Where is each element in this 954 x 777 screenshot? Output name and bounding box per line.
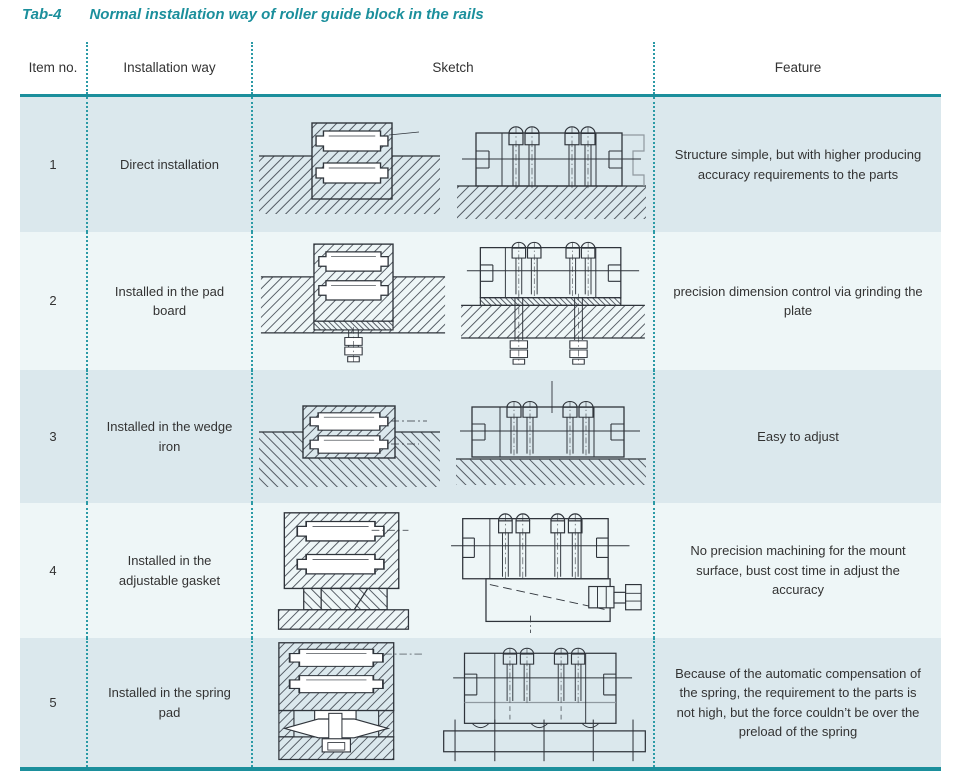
wedge-iron-front-view-icon <box>456 381 646 485</box>
item-no: 1 <box>20 97 88 232</box>
feature-text: Because of the automatic compensation of… <box>675 665 921 740</box>
table-tag: Tab-4 <box>22 6 62 23</box>
page-title: Tab-4 Normal installation way of roller g… <box>22 6 484 23</box>
column-header-installation-way: Installation way <box>88 42 253 94</box>
sketch-cell <box>253 503 655 638</box>
sketch-cell <box>253 638 655 767</box>
adjustable-gasket-section-view-icon <box>277 511 409 630</box>
installation-way: Installed in the spring pad <box>88 638 253 767</box>
spring-pad-section-view-icon <box>277 641 422 760</box>
column-header-sketch: Sketch <box>253 42 655 94</box>
installation-table: Item no. Installation way Sketch Feature… <box>20 42 941 771</box>
installation-way: Direct installation <box>88 97 253 232</box>
table-row: 1 Direct installation <box>20 97 941 232</box>
wedge-iron-section-view-icon <box>259 404 440 487</box>
table-row: 5 Installed in the spring pad <box>20 638 941 767</box>
feature-text: Easy to adjust <box>757 428 839 444</box>
pad-board-front-view-icon <box>461 241 645 365</box>
installation-way: Installed in the adjustable gasket <box>88 503 253 638</box>
pad-board-section-view-icon <box>260 243 446 363</box>
feature-text: precision dimension control via grinding… <box>673 283 923 319</box>
item-no: 5 <box>20 638 88 767</box>
column-header-feature: Feature <box>774 59 822 75</box>
table-row: 3 Installed in the wedge iron <box>20 370 941 503</box>
sketch-cell <box>253 97 655 232</box>
item-no: 2 <box>20 232 88 370</box>
adjustable-gasket-front-view-icon <box>450 512 642 633</box>
table-row: 4 Installed in the adjustable gasket <box>20 503 941 638</box>
feature-text: Structure simple, but with higher produc… <box>674 147 922 182</box>
installation-way: Installed in the wedge iron <box>88 370 253 503</box>
spring-pad-front-view-icon <box>442 647 646 762</box>
table-title-text: Normal installation way of roller guide … <box>89 6 484 23</box>
direct-installation-section-view-icon <box>259 121 440 214</box>
feature-text: No precision machining for the mount sur… <box>690 543 906 598</box>
sketch-cell <box>253 370 655 503</box>
direct-installation-front-view-icon <box>457 126 646 219</box>
table-row: 2 Installed in the pad board <box>20 232 941 370</box>
item-no: 3 <box>20 370 88 503</box>
column-header-item-no: Item no. <box>20 42 88 94</box>
installation-way: Installed in the pad board <box>88 232 253 370</box>
table-header-row: Item no. Installation way Sketch Feature <box>20 42 941 97</box>
item-no: 4 <box>20 503 88 638</box>
sketch-cell <box>253 232 655 370</box>
